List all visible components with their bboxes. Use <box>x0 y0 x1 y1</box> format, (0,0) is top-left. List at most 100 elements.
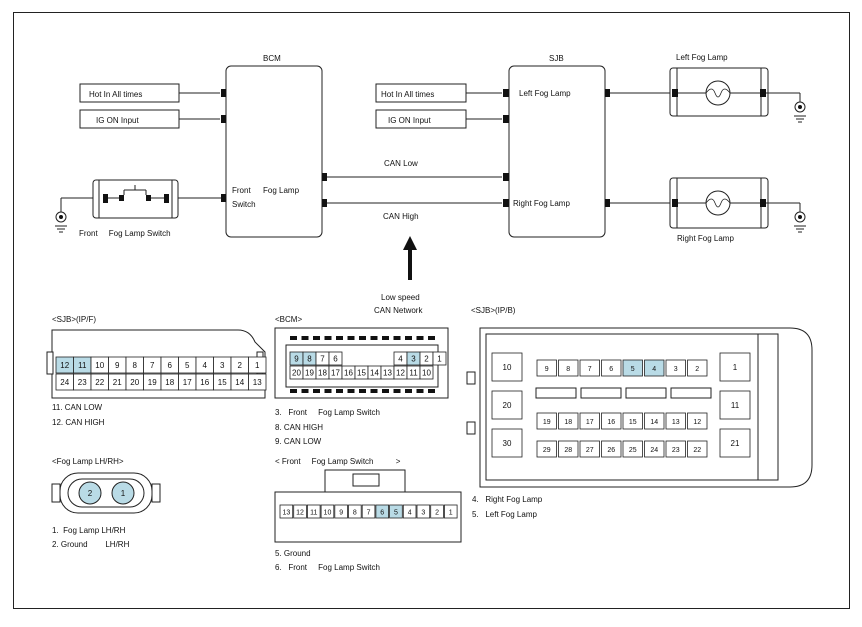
pin-number: 19 <box>543 419 551 426</box>
bcm-ig-input-label: IG ON Input <box>96 116 139 125</box>
connector-bcm-legend-1: 3. Front Fog Lamp Switch <box>275 408 380 417</box>
pin-number: 24 <box>650 447 658 454</box>
pin-number: 1 <box>437 355 442 364</box>
connector-sjb-ipf-title: <SJB>(IP/F) <box>52 315 96 324</box>
pin-number: 7 <box>150 361 155 370</box>
connector-pin: 9 <box>289 351 304 366</box>
connector-pin: 11 <box>73 356 92 374</box>
connector-pin: 13 <box>279 504 294 519</box>
connector-pin: 29 <box>536 440 557 458</box>
pin-number: 25 <box>629 447 637 454</box>
latch-row-bottom <box>290 389 435 393</box>
pin-number: 14 <box>650 419 658 426</box>
connector-pin: 4 <box>195 356 214 374</box>
pin-number: 24 <box>60 378 69 387</box>
pin-number: 11 <box>409 369 418 378</box>
bcm-hot-input-box: Hot In All times <box>79 83 180 103</box>
connector-pin: 18 <box>160 373 179 391</box>
connector-pin: 21 <box>719 428 751 458</box>
connector-pin: 5 <box>178 356 197 374</box>
connector-pin: 2 <box>687 359 708 377</box>
connector-pin: 6 <box>601 359 622 377</box>
pin-number: 8 <box>133 361 138 370</box>
pin-number: 12 <box>296 510 304 517</box>
pin-number: 14 <box>370 369 379 378</box>
connector-fog-lamp-title: <Fog Lamp LH/RH> <box>52 457 124 466</box>
connector-pin: 25 <box>622 440 643 458</box>
connector-pin: 7 <box>361 504 376 519</box>
pin-number: 7 <box>320 355 325 364</box>
pin-number: 3 <box>421 510 425 517</box>
front-fog-lamp-switch: Front Fog Lamp Switch <box>79 179 179 238</box>
connector-pin: 1 <box>443 504 458 519</box>
bcm-switch-label: Switch <box>232 200 256 209</box>
pin-number: 10 <box>324 510 332 517</box>
pin-number: 15 <box>629 419 637 426</box>
connector-pin: 17 <box>178 373 197 391</box>
connector-pin: 19 <box>302 365 317 380</box>
pin-number: 1 <box>121 489 126 498</box>
connector-pin: 7 <box>143 356 162 374</box>
connector-pin: 1 <box>248 356 267 374</box>
connector-pin: 1 <box>111 481 135 505</box>
connector-pin: 4 <box>393 351 408 366</box>
pin-number: 9 <box>115 361 120 370</box>
pin-number: 12 <box>693 419 701 426</box>
connector-pin: 6 <box>160 356 179 374</box>
sjb-ig-input-box: IG ON Input <box>375 109 467 129</box>
connector-pin: 13 <box>248 373 267 391</box>
pin-number: 18 <box>564 419 572 426</box>
connector-fog-lamp-legend-2: 2. Ground LH/RH <box>52 540 130 549</box>
pin-number: 23 <box>672 447 680 454</box>
pin-number: 22 <box>95 378 104 387</box>
pin-number: 21 <box>113 378 122 387</box>
right-fog-lamp: Right Fog Lamp <box>669 177 769 243</box>
diagram-frame <box>13 12 850 609</box>
connector-pin: 10 <box>90 356 109 374</box>
connector-pin: 12 <box>55 356 74 374</box>
connector-sjb-ipf-legend-2: 12. CAN HIGH <box>52 418 105 427</box>
connector-pin: 19 <box>143 373 162 391</box>
connector-pin: 8 <box>125 356 144 374</box>
sep-bars <box>535 387 712 399</box>
pin-number: 13 <box>253 378 262 387</box>
connector-pin: 8 <box>348 504 362 519</box>
pin-number: 2 <box>435 510 439 517</box>
connector-pin: 9 <box>536 359 557 377</box>
pin-number: 20 <box>292 369 301 378</box>
connector-pin: 24 <box>644 440 665 458</box>
right-fog-lamp-title: Right Fog Lamp <box>677 234 734 243</box>
pin-number: 12 <box>60 361 69 370</box>
pin-number: 18 <box>318 369 327 378</box>
connector-pin: 28 <box>558 440 579 458</box>
connector-pin: 8 <box>558 359 579 377</box>
pin-number: 13 <box>282 510 290 517</box>
connector-pin: 27 <box>579 440 600 458</box>
connector-bcm-legend-2: 8. CAN HIGH <box>275 423 323 432</box>
connector-pin: 11 <box>306 504 321 519</box>
pin-number: 1 <box>255 361 260 370</box>
connector-pin: 16 <box>195 373 214 391</box>
pin-number: 10 <box>503 363 512 372</box>
connector-fog-lamp-legend-1: 1. Fog Lamp LH/RH <box>52 526 126 535</box>
pin-number: 16 <box>344 369 353 378</box>
pin-number: 14 <box>235 378 244 387</box>
pin-number: 2 <box>695 366 699 373</box>
connector-pin: 10 <box>320 504 335 519</box>
pin-number: 17 <box>331 369 340 378</box>
pin-number: 7 <box>588 366 592 373</box>
pin-number: 6 <box>333 355 338 364</box>
connector-pin: 7 <box>579 359 600 377</box>
connector-pin: 6 <box>328 351 343 366</box>
connector-pin: 20 <box>289 365 304 380</box>
left-fog-lamp-title: Left Fog Lamp <box>676 53 728 62</box>
connector-pin: 22 <box>687 440 708 458</box>
connector-pin: 10 <box>419 365 434 380</box>
pin-number: 12 <box>396 369 405 378</box>
connector-pin: 23 <box>73 373 92 391</box>
connector-pin: 30 <box>491 428 523 458</box>
